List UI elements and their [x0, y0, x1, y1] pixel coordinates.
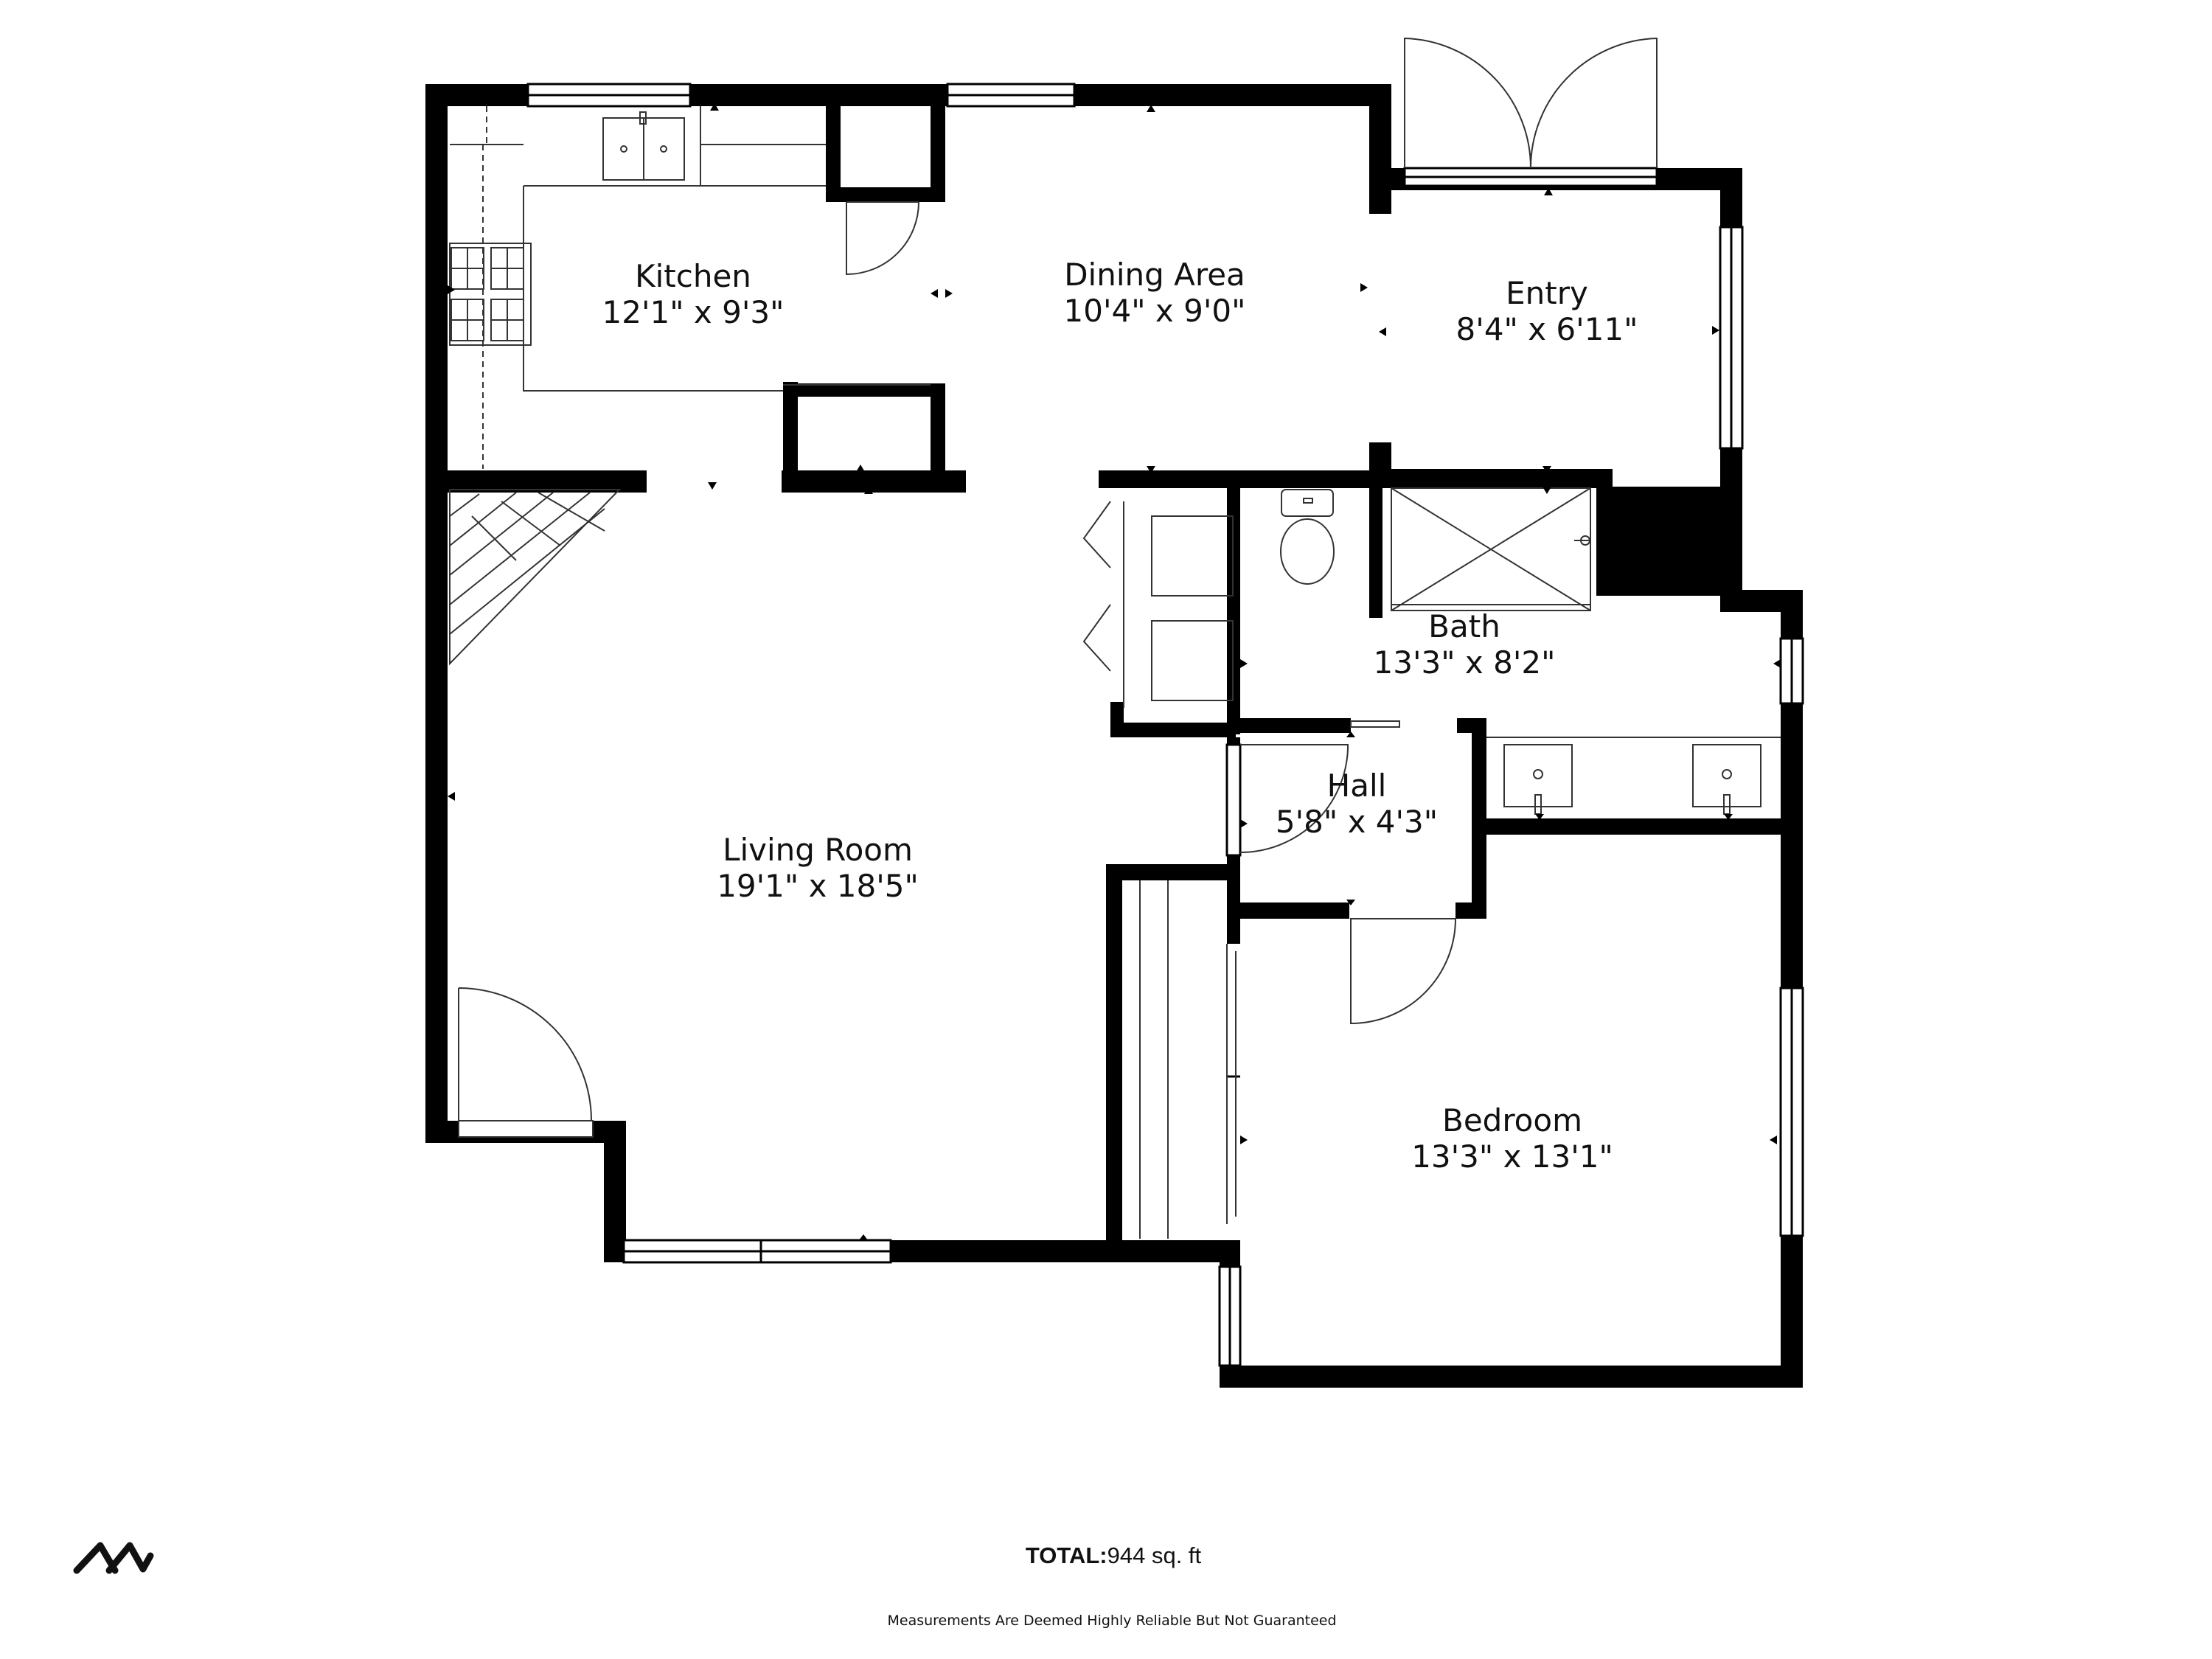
room-hall-label: Hall 5'8" x 4'3" — [1276, 768, 1438, 840]
room-bedroom-dimensions: 13'3" x 13'1" — [1411, 1138, 1613, 1175]
room-entry-label: Entry 8'4" x 6'11" — [1456, 275, 1638, 347]
room-bedroom-name: Bedroom — [1442, 1102, 1582, 1138]
room-kitchen-name: Kitchen — [635, 258, 751, 294]
openings — [647, 214, 1457, 1069]
room-dining-label: Dining Area 10'4" x 9'0" — [1064, 257, 1246, 329]
room-dining-dimensions: 10'4" x 9'0" — [1064, 293, 1246, 329]
room-bath-dimensions: 13'3" x 8'2" — [1374, 644, 1556, 681]
room-entry-name: Entry — [1506, 275, 1588, 311]
room-bath-name: Bath — [1428, 608, 1500, 644]
room-kitchen-label: Kitchen 12'1" x 9'3" — [602, 258, 785, 330]
windows — [526, 83, 1804, 1367]
room-hall-name: Hall — [1327, 768, 1387, 804]
room-bedroom-label: Bedroom 13'3" x 13'1" — [1411, 1102, 1613, 1175]
fixtures — [449, 37, 1781, 1239]
room-hall-dimensions: 5'8" x 4'3" — [1276, 804, 1438, 840]
room-entry-dimensions: 8'4" x 6'11" — [1456, 311, 1638, 347]
disclaimer: Measurements Are Deemed Highly Reliable … — [887, 1613, 1336, 1629]
total-value: 944 sq. ft — [1107, 1543, 1202, 1568]
room-kitchen-dimensions: 12'1" x 9'3" — [602, 294, 785, 330]
room-dining-name: Dining Area — [1064, 257, 1245, 293]
room-living-name: Living Room — [723, 832, 913, 868]
room-bath-label: Bath 13'3" x 8'2" — [1374, 608, 1556, 681]
mw-logo-icon — [73, 1542, 154, 1574]
total-label: TOTAL: — [1026, 1543, 1107, 1568]
markers — [448, 103, 1781, 1371]
room-living-dimensions: 19'1" x 18'5" — [717, 868, 919, 904]
total-area: TOTAL:944 sq. ft — [1026, 1543, 1202, 1568]
room-living-label: Living Room 19'1" x 18'5" — [717, 832, 919, 904]
